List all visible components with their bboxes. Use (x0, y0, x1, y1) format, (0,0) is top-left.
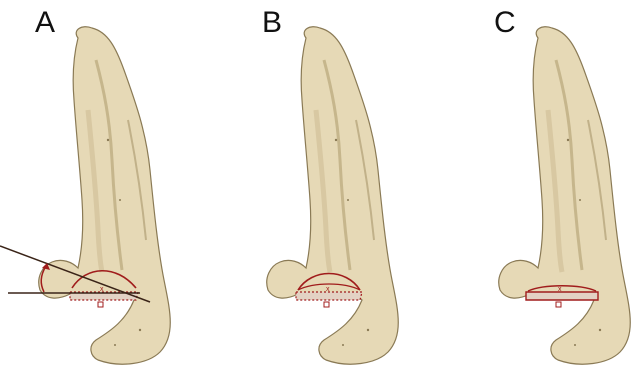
panel-b-bone (267, 27, 399, 364)
svg-text:x: x (100, 286, 104, 293)
svg-text:x: x (558, 286, 562, 293)
svg-text:x: x (326, 286, 330, 293)
panel-a-bone (39, 27, 171, 364)
panel-c-bone (499, 27, 631, 364)
